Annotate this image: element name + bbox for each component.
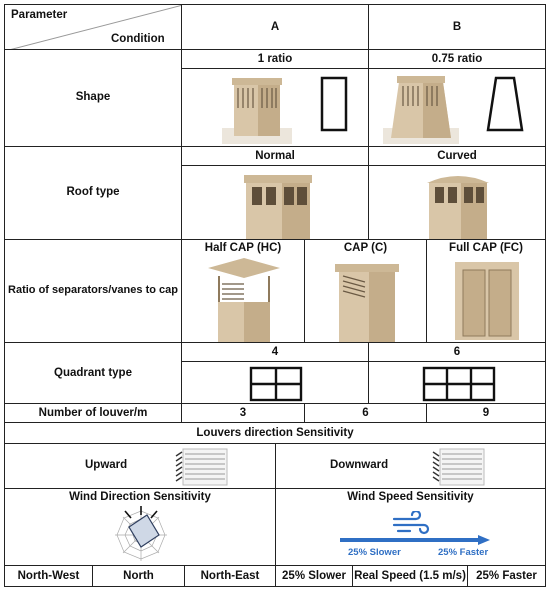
trapezoid-shape-icon: [486, 76, 524, 132]
louver-9-cell: 9: [426, 403, 546, 423]
quadrant-label: Quadrant type: [54, 367, 132, 379]
col-b-label: B: [452, 21, 462, 33]
tower-render-icon: [222, 78, 292, 144]
shape-a-sub: 1 ratio: [257, 53, 293, 65]
four-quadrant-grid-icon: [249, 366, 303, 402]
curved-roof-tower-icon: [427, 176, 489, 239]
wind-speed-cell: Wind Speed Sensitivity 25% Slower 25% Fa…: [275, 488, 546, 566]
roof-a-sub: Normal: [255, 150, 295, 162]
upward-label: Upward: [85, 459, 128, 471]
col-a-label: A: [270, 21, 280, 33]
downward-cell: Downward: [275, 443, 546, 489]
louver-value-6: 6: [362, 407, 369, 419]
louver-3-cell: 3: [181, 403, 305, 423]
six-quadrant-grid-icon: [422, 366, 496, 402]
quadrant-label-cell: Quadrant type: [4, 342, 182, 404]
roof-a-cell: Normal: [181, 146, 369, 240]
quadrant-a-divider: [182, 361, 368, 362]
roof-b-sub: Curved: [437, 150, 477, 162]
footer-faster: 25% Faster: [476, 570, 537, 582]
shape-label-cell: Shape: [4, 49, 182, 147]
header-col-b: B: [368, 4, 546, 50]
rectangle-shape-icon: [320, 76, 348, 132]
shape-b-cell: 0.75 ratio: [368, 49, 546, 147]
wind-gust-icon: [392, 511, 430, 535]
footer-north-cell: North: [92, 565, 185, 587]
louver-label: Number of louver/m: [38, 407, 148, 419]
footer-real-speed: Real Speed (1.5 m/s): [354, 570, 466, 582]
roof-b-cell: Curved: [368, 146, 546, 240]
footer-slower: 25% Slower: [282, 570, 346, 582]
louver-label-cell: Number of louver/m: [4, 403, 182, 423]
shape-a-divider: [182, 68, 368, 69]
roof-b-divider: [369, 165, 545, 166]
louver-value-9: 9: [482, 407, 490, 419]
footer-north-east-cell: North-East: [184, 565, 276, 587]
shape-a-cell: 1 ratio: [181, 49, 369, 147]
footer-real-speed-cell: Real Speed (1.5 m/s): [352, 565, 468, 587]
header-param-cell: Parameter Condition: [4, 4, 182, 50]
shape-b-sub: 0.75 ratio: [431, 53, 483, 65]
upward-louver-icon: [175, 448, 228, 486]
half-cap-tower-icon: [208, 258, 280, 342]
footer-north-west-cell: North-West: [4, 565, 93, 587]
footer-slower-cell: 25% Slower: [275, 565, 353, 587]
faster-caption: 25% Faster: [438, 547, 489, 558]
louver-6-cell: 6: [304, 403, 427, 423]
louvers-direction-title: Louvers direction Sensitivity: [196, 427, 354, 439]
cap-tower-icon: [335, 264, 399, 342]
parameter-heading: Parameter: [11, 9, 68, 21]
quadrant-a-value: 4: [271, 346, 279, 358]
downward-louver-icon: [432, 448, 485, 486]
roof-label: Roof type: [66, 186, 120, 198]
downward-label: Downward: [330, 459, 389, 471]
shape-label: Shape: [75, 91, 111, 103]
ratio-fc-cell: Full CAP (FC): [426, 239, 546, 343]
header-col-a: A: [181, 4, 369, 50]
flat-roof-tower-icon: [244, 175, 312, 239]
ratio-label: Ratio of separators/vanes to cap: [8, 284, 178, 296]
wind-rose-icon: [115, 506, 167, 561]
wind-direction-title: Wind Direction Sensitivity: [69, 491, 211, 503]
tapered-tower-render-icon: [383, 76, 459, 144]
ratio-hc-cell: Half CAP (HC): [181, 239, 305, 343]
quadrant-b-value: 6: [453, 346, 461, 358]
ratio-hc-sub: Half CAP (HC): [204, 242, 282, 254]
louver-value-3: 3: [239, 407, 247, 419]
footer-north-east: North-East: [200, 570, 260, 582]
roof-a-divider: [182, 165, 368, 166]
louvers-direction-title-cell: Louvers direction Sensitivity: [4, 422, 546, 444]
condition-heading: Condition: [111, 33, 165, 45]
footer-north: North: [123, 570, 154, 582]
upward-cell: Upward: [4, 443, 276, 489]
ratio-c-cell: CAP (C): [304, 239, 427, 343]
quadrant-a-cell: 4: [181, 342, 369, 404]
shape-b-divider: [369, 68, 545, 69]
speed-arrow-icon: [340, 535, 490, 545]
ratio-fc-sub: Full CAP (FC): [449, 242, 523, 254]
wind-direction-cell: Wind Direction Sensitivity: [4, 488, 276, 566]
full-cap-tower-icon: [455, 262, 519, 340]
ratio-label-cell: Ratio of separators/vanes to cap: [4, 239, 182, 343]
diagonal-divider: [10, 5, 181, 49]
wind-speed-title: Wind Speed Sensitivity: [347, 491, 474, 503]
ratio-c-sub: CAP (C): [343, 242, 388, 254]
footer-faster-cell: 25% Faster: [467, 565, 546, 587]
footer-north-west: North-West: [17, 570, 80, 582]
roof-label-cell: Roof type: [4, 146, 182, 240]
quadrant-b-divider: [369, 361, 545, 362]
quadrant-b-cell: 6: [368, 342, 546, 404]
slower-caption: 25% Slower: [348, 547, 401, 558]
